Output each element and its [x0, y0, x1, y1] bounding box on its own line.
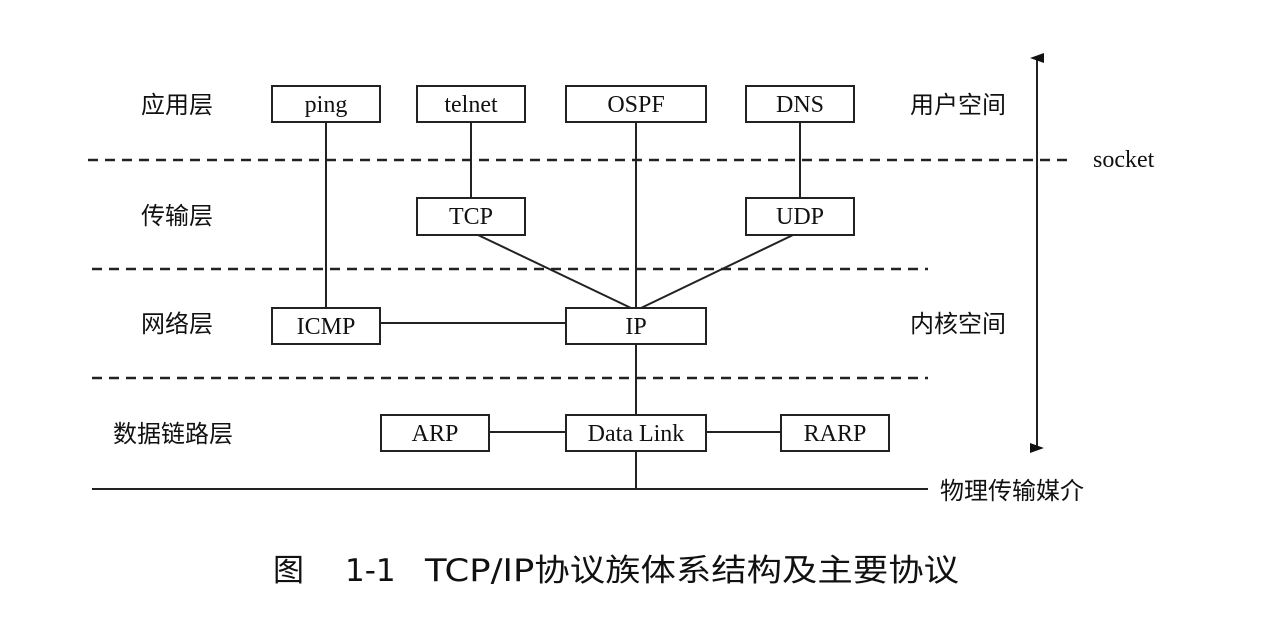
- udp-label: UDP: [776, 204, 824, 230]
- telnet-box: telnet: [416, 85, 526, 123]
- ospf-box: OSPF: [565, 85, 707, 123]
- telnet-label: telnet: [444, 92, 498, 118]
- rarp-label: RARP: [804, 421, 867, 447]
- figure-caption-title: TCP/IP协议族体系结构及主要协议: [424, 553, 959, 589]
- user-space-label: 用户空间: [910, 91, 1006, 119]
- udp-ip-connector: [640, 234, 794, 309]
- dns-label: DNS: [776, 92, 824, 118]
- socket-label: socket: [1093, 147, 1155, 173]
- arp-box: ARP: [380, 414, 490, 452]
- ping-label: ping: [305, 92, 348, 118]
- network-layer-label: 网络层: [141, 310, 213, 338]
- ping-box: ping: [271, 85, 381, 123]
- dns-box: DNS: [745, 85, 855, 123]
- datalink-box: Data Link: [565, 414, 707, 452]
- ip-label: IP: [625, 314, 646, 340]
- figure-caption-number: 1-1: [345, 553, 396, 589]
- rarp-box: RARP: [780, 414, 890, 452]
- icmp-box: ICMP: [271, 307, 381, 345]
- application-layer-label: 应用层: [141, 91, 213, 119]
- ip-box: IP: [565, 307, 707, 345]
- kernel-space-label: 内核空间: [910, 310, 1006, 338]
- datalink-layer-label: 数据链路层: [113, 420, 233, 448]
- tcp-label: TCP: [449, 204, 493, 230]
- tcp-box: TCP: [416, 197, 526, 236]
- ospf-label: OSPF: [607, 92, 664, 118]
- figure-caption-prefix: 图: [273, 553, 304, 589]
- icmp-label: ICMP: [297, 314, 356, 340]
- physical-medium-label: 物理传输媒介: [940, 477, 1084, 505]
- transport-layer-label: 传输层: [141, 202, 213, 230]
- arp-label: ARP: [412, 421, 459, 447]
- datalink-label: Data Link: [588, 421, 685, 447]
- udp-box: UDP: [745, 197, 855, 236]
- tcp-ip-connector: [477, 234, 632, 309]
